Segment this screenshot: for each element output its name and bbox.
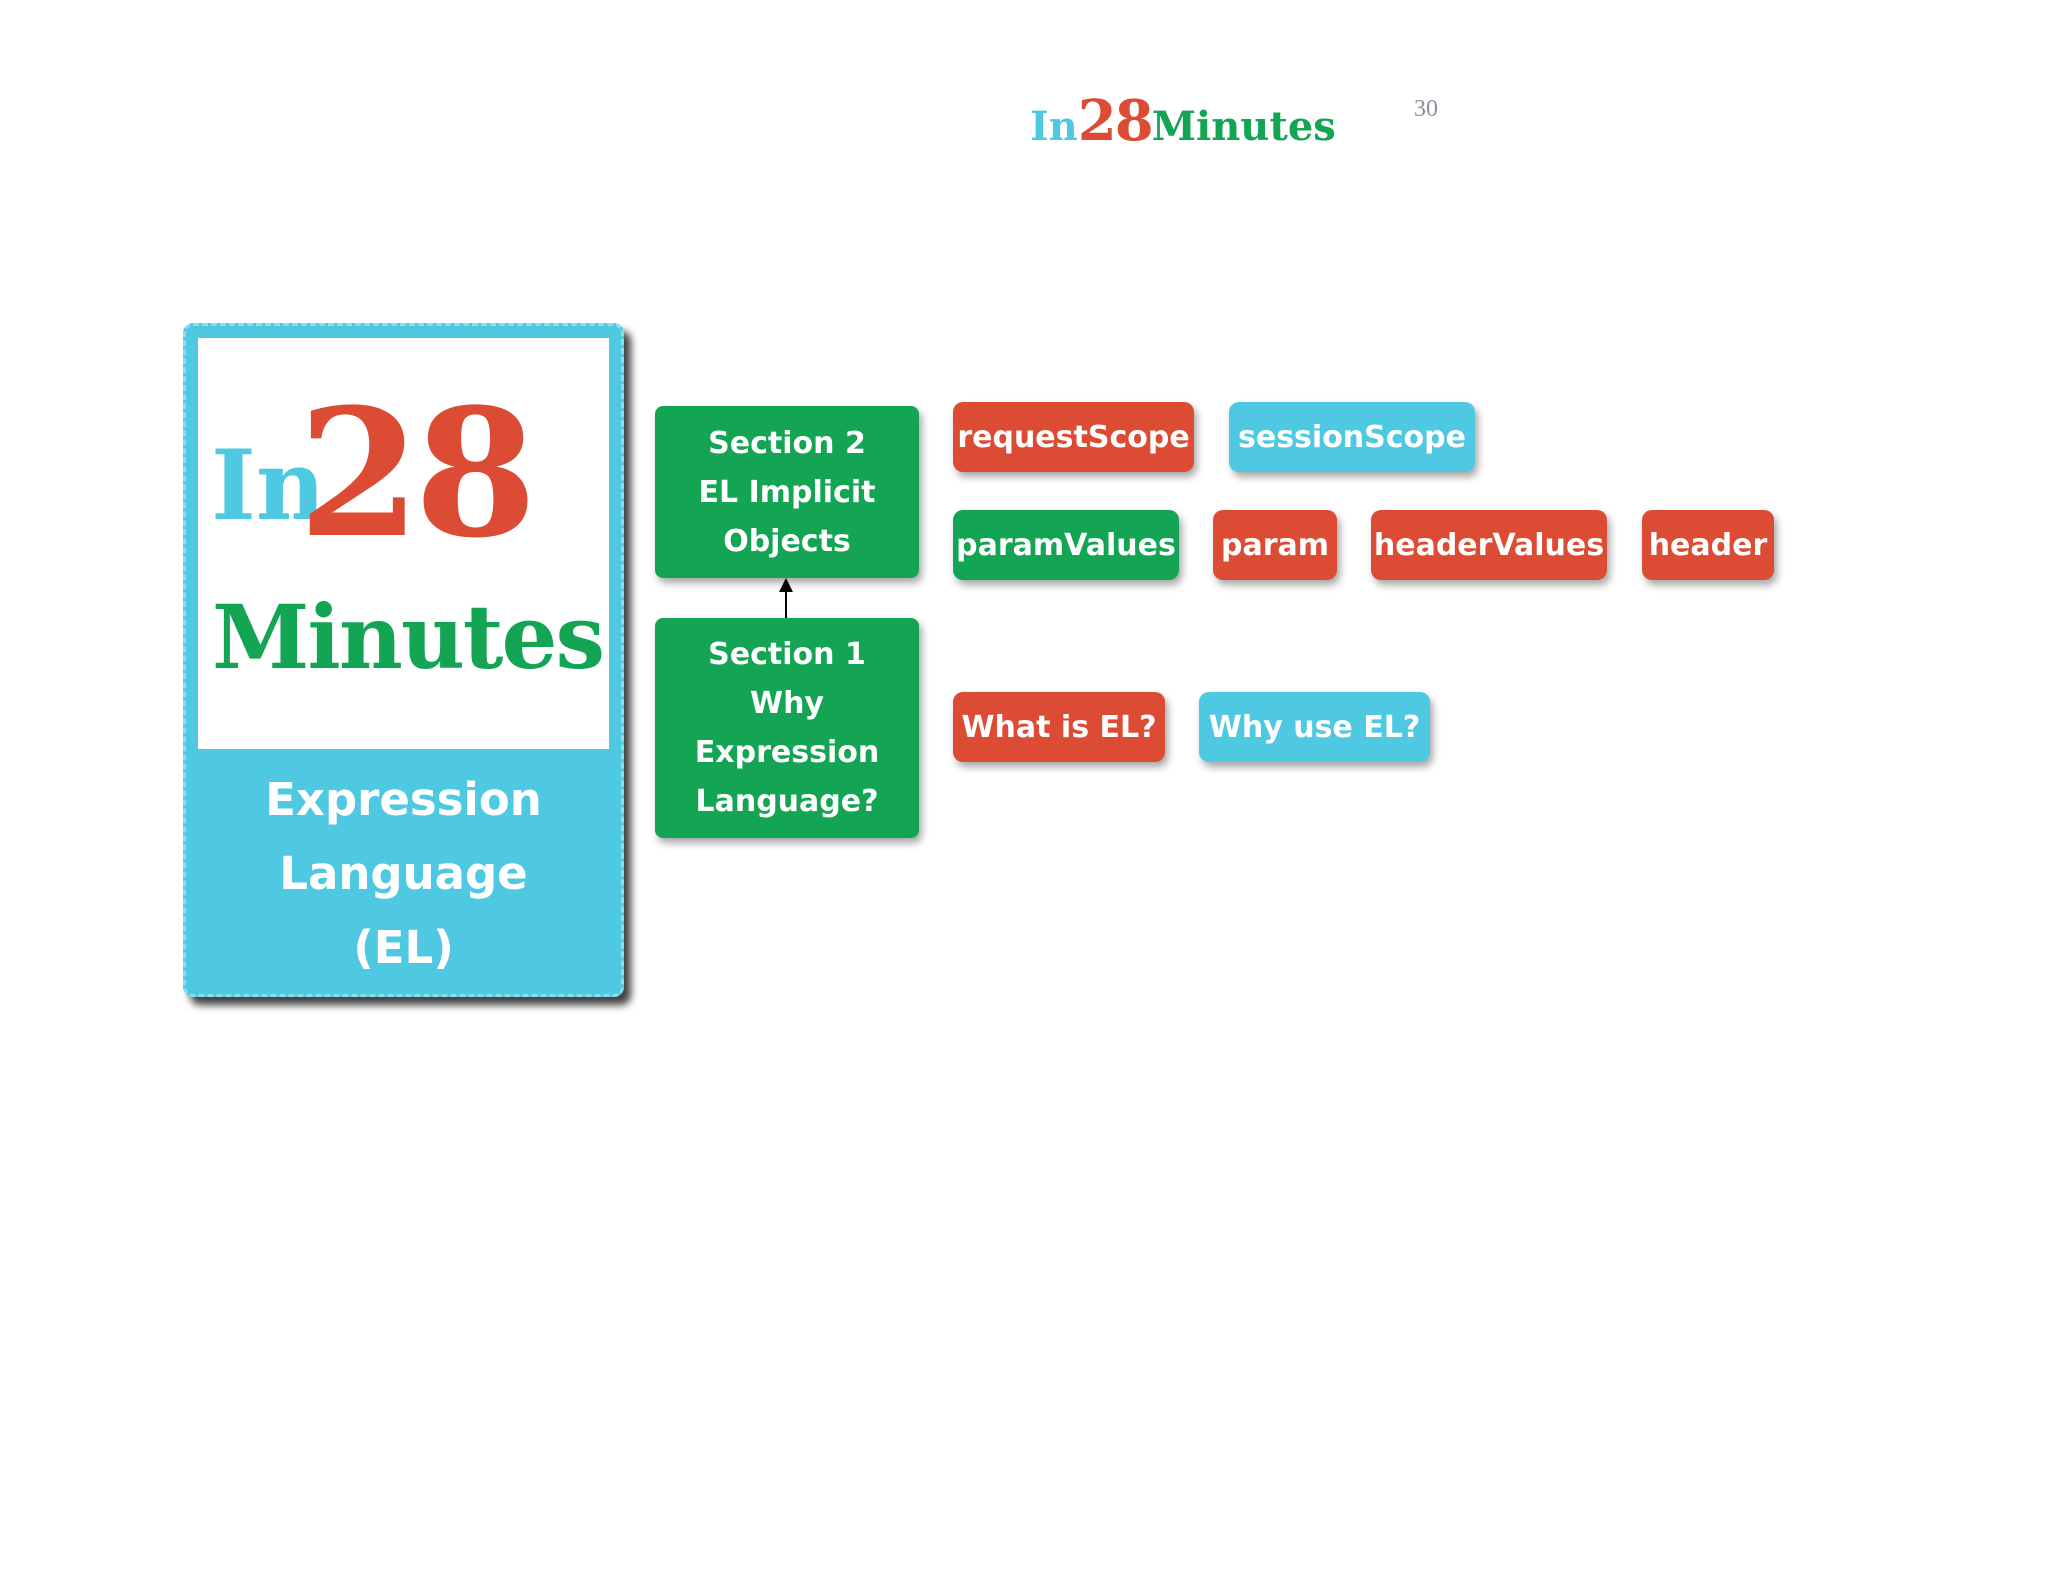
cover-logo-in: In [211,429,326,542]
arrow-up-icon [779,578,793,618]
section-2-line: Section 2 [708,425,866,461]
cover-title-line: (EL) [353,921,454,974]
section-1-line: Why [749,686,824,721]
header-logo-minutes: Minutes [1151,103,1336,150]
page-number: 30 [1414,96,1438,122]
cover-title-line: Language [279,847,528,900]
cover-logo-minutes: Minutes [212,585,605,689]
course-cover-card: In 28 Minutes Expression Language (EL) [183,323,624,997]
header-logo-in: In [1030,103,1078,150]
section-2-box[interactable]: Section 2 EL Implicit Objects [655,406,919,578]
section-1-line: Expression [694,735,880,770]
section-2-line: Objects [723,523,851,559]
topic-param[interactable]: param [1213,510,1337,580]
header-logo-28: 28 [1077,88,1154,154]
topic-session-scope[interactable]: sessionScope [1229,402,1475,472]
topic-what-is-el[interactable]: What is EL? [953,692,1165,762]
section-1-box[interactable]: Section 1 Why Expression Language? [655,618,919,838]
cover-logo-28: 28 [298,370,537,577]
topic-why-use-el[interactable]: Why use EL? [1199,692,1430,762]
topic-header-values[interactable]: headerValues [1371,510,1607,580]
cover-title-line: Expression [265,773,542,826]
section-1-line: Language? [695,784,879,819]
topic-header[interactable]: header [1642,510,1774,580]
header-logo: In28Minutes [1030,88,1336,154]
cover-title: Expression Language (EL) [186,763,621,985]
section-1-line: Section 1 [708,637,866,672]
topic-request-scope[interactable]: requestScope [953,402,1194,472]
cover-logo-area: In 28 Minutes [198,338,609,749]
topic-param-values[interactable]: paramValues [953,510,1179,580]
section-2-line: EL Implicit [698,474,876,510]
